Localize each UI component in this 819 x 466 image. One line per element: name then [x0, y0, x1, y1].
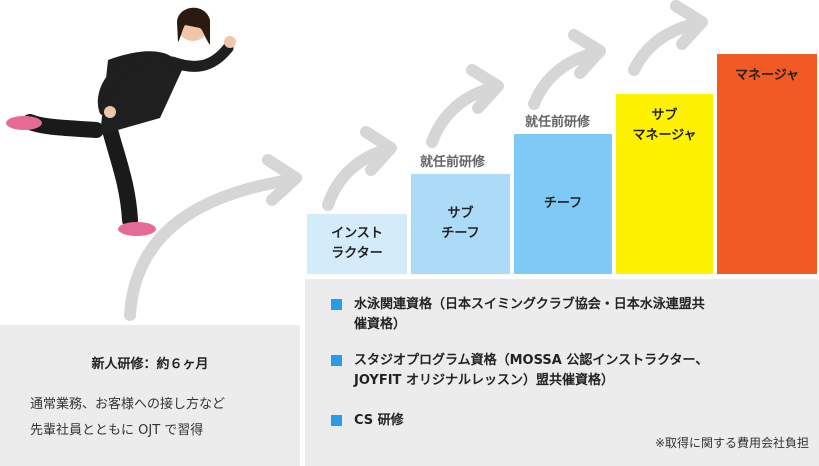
arrow-head-4	[568, 29, 606, 79]
qualifications-panel: 水泳関連資格（日本スイミングクラブ協会・日本水泳連盟共 催資格） スタジオプログ…	[305, 279, 819, 466]
new-hire-panel: 新人研修：約６ヶ月 通常業務、お客様への接し方など 先輩社員とともに OJT で…	[0, 325, 300, 466]
arrow-curve-1	[124, 174, 296, 321]
step-label-line: マネージャ	[734, 68, 800, 83]
new-hire-title: 新人研修：約６ヶ月	[91, 357, 209, 372]
square-bullet-icon	[331, 299, 342, 310]
cost-note: ※取得に関する費用会社負担	[654, 436, 809, 450]
step-chief: チーフ	[514, 134, 612, 274]
arrow-head-1	[262, 154, 302, 206]
step-sub-manager: サブマネージャ	[616, 94, 713, 274]
step-sub-chief: サブチーフ	[411, 174, 510, 274]
qualification-item: CS 研修	[331, 411, 404, 431]
step-label-line: ラクター	[331, 246, 383, 261]
qualification-text: 催資格）	[354, 317, 407, 332]
qualification-text: CS 研修	[354, 413, 404, 428]
step-label-line: チーフ	[441, 226, 480, 241]
arrow-curve-2	[322, 144, 391, 211]
square-bullet-icon	[331, 415, 342, 426]
person-illustration	[6, 7, 236, 236]
training-label-2: 就任前研修	[525, 115, 591, 130]
training-label-1: 就任前研修	[420, 155, 486, 170]
step-label-line: マネージャ	[632, 128, 697, 143]
qualification-text: JOYFIT オリジナルレッスン）盟共催資格）	[354, 373, 614, 388]
step-label-line: チーフ	[543, 196, 583, 211]
step-instructor: インストラクター	[307, 214, 407, 274]
arrow-curve-4	[528, 47, 600, 110]
arrow-head-5	[670, 0, 708, 50]
arrow-head-3	[466, 64, 504, 114]
step-manager: マネージャ	[717, 54, 817, 274]
arrow-curve-5	[628, 18, 701, 76]
square-bullet-icon	[331, 355, 342, 366]
qualification-item: 水泳関連資格（日本スイミングクラブ協会・日本水泳連盟共 催資格）	[331, 295, 705, 335]
new-hire-desc-line: 先輩社員とともに OJT で習得	[30, 423, 204, 438]
arrow-curve-3	[426, 82, 498, 148]
step-label-line: サブ	[651, 108, 678, 123]
new-hire-description: 通常業務、お客様への接し方など 先輩社員とともに OJT で習得	[30, 392, 225, 444]
qualification-text: スタジオプログラム資格（MOSSA 公認インストラクター、	[354, 353, 709, 368]
step-label-line: インスト	[331, 226, 383, 241]
qualification-item: スタジオプログラム資格（MOSSA 公認インストラクター、 JOYFIT オリジ…	[331, 351, 708, 391]
arrow-head-2	[360, 126, 397, 176]
step-label-line: サブ	[447, 206, 474, 221]
new-hire-desc-line: 通常業務、お客様への接し方など	[30, 397, 226, 412]
qualification-text: 水泳関連資格（日本スイミングクラブ協会・日本水泳連盟共	[354, 297, 705, 312]
